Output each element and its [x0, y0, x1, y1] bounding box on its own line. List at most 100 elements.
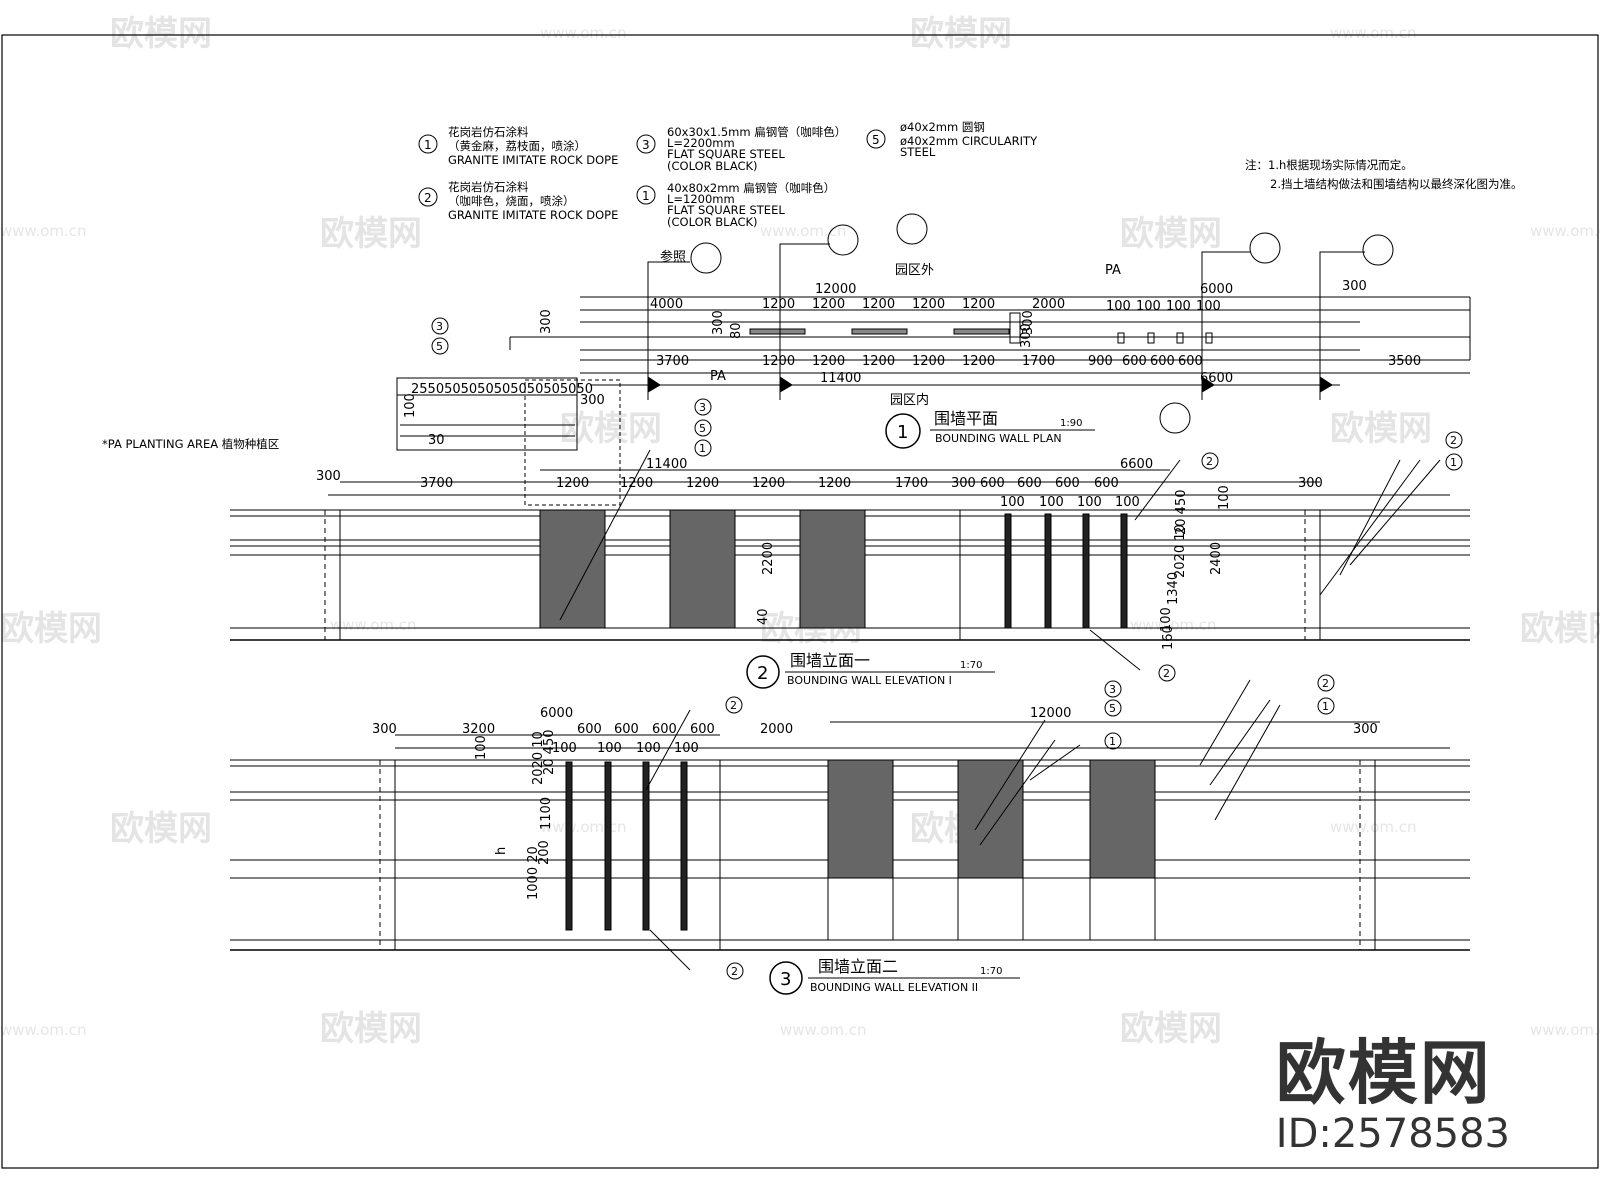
elev1-post-dim: 100 — [1039, 495, 1064, 510]
detail-dim: 30 — [428, 433, 445, 448]
elev1-post-dim: 100 — [1000, 495, 1025, 510]
legend-en1: GRANITE IMITATE ROCK DOPE — [448, 153, 618, 167]
watermark-url: www.om.cn — [0, 1021, 87, 1039]
note-line-2: 2.挡土墙结构做法和围墙结构以最终深化图为准。 — [1270, 177, 1522, 191]
plan-dim: 100 — [1196, 299, 1221, 314]
elev1-dim: 1200 — [818, 476, 851, 491]
elev2-vdim: 1100 — [539, 797, 554, 830]
elev1-vdim: 100 — [1159, 607, 1174, 632]
elev1-dim: 600 — [1055, 476, 1080, 491]
plan-dim: 3700 — [656, 354, 689, 369]
plan-dim: 300 — [539, 309, 554, 334]
watermark-text: 欧模网 — [0, 609, 102, 649]
detail-dim: 2550505050505050505050 — [411, 382, 593, 397]
plan-dim: 1200 — [762, 297, 795, 312]
plan-dim: 1200 — [962, 297, 995, 312]
elev1-vdim: 160 — [1161, 625, 1176, 650]
elev2-dim: 12000 — [1030, 706, 1071, 721]
elev2-vdim: 20 450 — [542, 730, 557, 776]
plan-pa-label: PA — [710, 369, 726, 384]
elev1-title-en: BOUNDING WALL ELEVATION I — [787, 674, 952, 687]
watermark-title: 欧模网 — [1275, 1032, 1492, 1114]
plan-labels: 园区外 园区内 PA PA 参照 12000 6000 300 4000 120… — [403, 249, 1421, 449]
watermark-text: 欧模网 — [1120, 214, 1222, 254]
plan-title-num: 1 — [897, 422, 908, 443]
legend-num: 5 — [872, 133, 880, 147]
callout-num: 1 — [1450, 456, 1457, 469]
plan-dim: 1200 — [812, 354, 845, 369]
plan-dim: 1200 — [812, 297, 845, 312]
callout-num: 5 — [699, 422, 706, 435]
watermark-tiles: 欧模网 欧模网 www.om.cn www.om.cn 欧模网 欧模网 www.… — [0, 14, 1600, 1049]
elev2-post-dim: 100 — [674, 741, 699, 756]
plan-dim: 1200 — [912, 354, 945, 369]
watermark-url: www.om.cn — [540, 24, 627, 42]
plan-title-en: BOUNDING WALL PLAN — [935, 432, 1062, 445]
plan-pa-label: PA — [1105, 263, 1121, 278]
elev2-vdim: 2020 10 — [531, 731, 546, 785]
plan-dim: 1200 — [862, 297, 895, 312]
elev1-scale: 1:70 — [960, 660, 982, 671]
legend-cn1: 花岗岩仿石涂料 — [448, 125, 529, 139]
detail-dim: 300 — [580, 393, 605, 408]
elev1-dim: 3700 — [420, 476, 453, 491]
watermark-url: www.om.cn — [1130, 616, 1217, 634]
elev2-dim: 600 — [690, 722, 715, 737]
elev2-dim: 3200 — [462, 722, 495, 737]
plan-ref-label: 参照 — [660, 249, 686, 265]
elev1-dim: 600 — [1094, 476, 1119, 491]
elev1-vdim: 40 — [756, 608, 771, 625]
legend-cn2: ø40x2mm CIRCULARITY — [900, 134, 1038, 148]
plan-dim: 300 — [1021, 310, 1036, 335]
watermark-url: www.om.cn — [760, 222, 847, 240]
watermark-text: 欧模网 — [320, 214, 422, 254]
plan-dim: 600 — [1122, 354, 1147, 369]
watermark-url: www.om.cn — [330, 616, 417, 634]
elev1-title-cn: 围墙立面一 — [790, 651, 870, 670]
watermark-id: ID:2578583 — [1275, 1111, 1510, 1157]
elev2-dim: 6000 — [540, 706, 573, 721]
plan-dim: 1200 — [912, 297, 945, 312]
legend-cn1: 40x80x2mm 扁钢管（咖啡色） — [667, 181, 835, 195]
elev1-dim: 6600 — [1120, 457, 1153, 472]
legend-en1: FLAT SQUARE STEEL — [667, 147, 785, 161]
plan-outside-label: 园区外 — [895, 263, 934, 278]
elev2-dim: 600 — [577, 722, 602, 737]
elevation-1 — [230, 317, 1470, 682]
plan-dim: 1200 — [862, 354, 895, 369]
legend-num: 3 — [642, 138, 650, 152]
watermark-text: 欧模网 — [1520, 609, 1600, 649]
watermark-text: 欧模网 — [320, 1009, 422, 1049]
elev1-dim: 1200 — [686, 476, 719, 491]
plan-dim: 1700 — [1022, 354, 1055, 369]
legend-cn1: ø40x2mm 圆钢 — [900, 120, 985, 134]
watermark-url: www.om.cn — [1330, 818, 1417, 836]
plan-dim: 1200 — [962, 354, 995, 369]
callout-num: 2 — [1322, 677, 1329, 690]
legend-en1: STEEL — [900, 145, 936, 159]
watermark-text: 欧模网 — [110, 14, 212, 54]
elev2-dim: 300 — [1353, 722, 1378, 737]
plan-view — [396, 213, 1471, 506]
elev2-vdim: h — [494, 847, 509, 855]
elev1-dim: 600 — [980, 476, 1005, 491]
plan-dim: 100 — [1136, 299, 1161, 314]
elev2-title-en: BOUNDING WALL ELEVATION II — [810, 981, 978, 994]
plan-dim: 100 — [1106, 299, 1131, 314]
plan-dim: 12000 — [815, 282, 856, 297]
elev1-dim: 1700 — [895, 476, 928, 491]
watermark-text: 欧模网 — [110, 809, 212, 849]
plan-dim: 100 — [1166, 299, 1191, 314]
watermark-logo: 欧模网 ID:2578583 — [1276, 1035, 1510, 1157]
elev1-dim: 1200 — [556, 476, 589, 491]
note-line-1: 注：1.h根据现场实际情况而定。 — [1245, 158, 1413, 172]
watermark-url: www.om.cn — [780, 1021, 867, 1039]
elev2-dim: 600 — [614, 722, 639, 737]
callout-num: 2 — [1163, 667, 1170, 680]
elev1-vdim: 20 450 — [1174, 490, 1189, 536]
callout-num: 2 — [731, 965, 738, 978]
elev1-post-dim: 100 — [1077, 495, 1102, 510]
elev2-dim: 600 — [652, 722, 677, 737]
callout-labels: 2 2 1 3 5 1 3 5 2 2 3 5 1 2 1 2 — [436, 320, 1457, 978]
